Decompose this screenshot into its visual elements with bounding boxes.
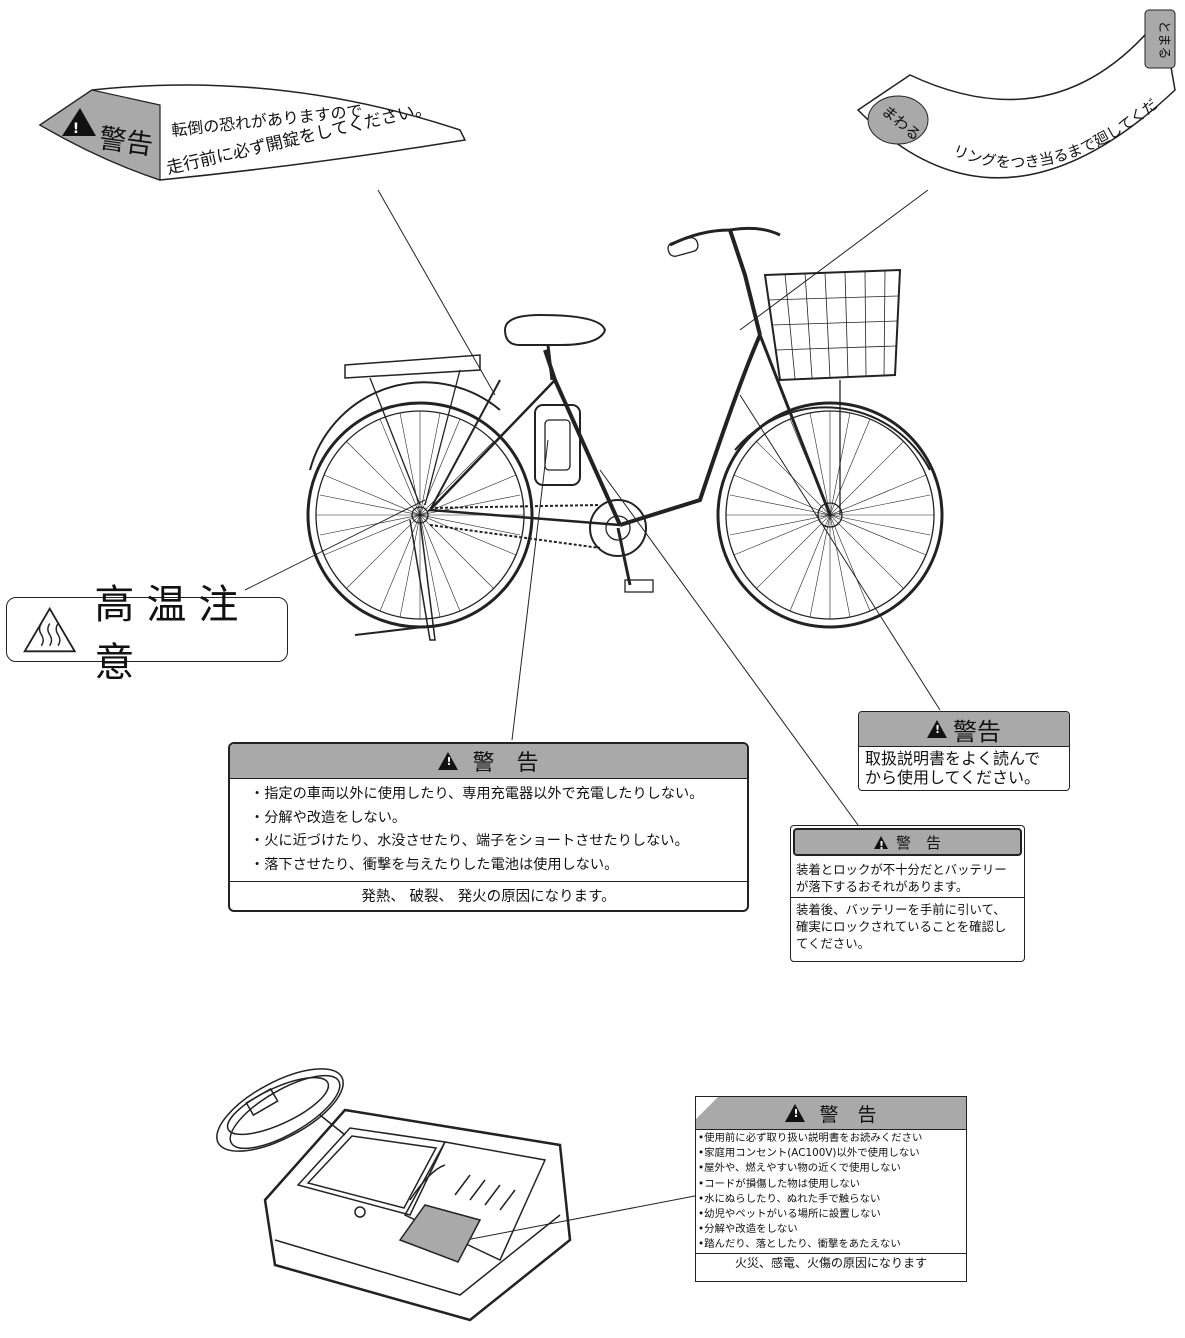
warning-triangle-icon: [873, 835, 888, 853]
battery-warning-title: 警 告: [472, 751, 539, 776]
manual-warning-line: から使用してください。: [865, 768, 1041, 787]
charger-drawing: [216, 1068, 572, 1322]
charger-warning-item: •使用前に必ず取り扱い説明書をお読みください: [698, 1132, 923, 1144]
charger-warning-item: •踏んだり、落としたり、衝撃をあたえない: [698, 1238, 901, 1251]
lock-warning-line: 装着後、バッテリーを手前に引いて、: [796, 902, 1006, 917]
lock-warning-header: 警 告: [793, 828, 1022, 856]
battery-warning-item: ・指定の車両以外に使用したり、専用充電器以外で充電したりしない。: [250, 786, 704, 802]
lock-warning-line: が落下するおそれがあります。: [796, 879, 969, 894]
battery-warning-item: ・分解や改造をしない。: [250, 809, 407, 826]
manual-warning-header: 警告: [859, 712, 1069, 747]
tip-warning-title: 警告: [97, 123, 155, 161]
battery-warning-footer: 発熱、 破裂、 発火の原因になります。: [230, 881, 747, 910]
charger-warning-item: •コードが損傷した物は使用しない: [698, 1177, 860, 1190]
charger-warning-title: 警 告: [819, 1103, 877, 1126]
tip-warning-sticker: ! 警告 転倒の恐れがありますので 走行前に必ず開錠をしてください。: [38, 84, 467, 181]
battery-warning-item: ・落下させたり、衝撃を与えたりした電池は使用しない。: [250, 856, 619, 873]
hot-surface-icon: [23, 606, 77, 652]
warning-triangle-icon: [438, 752, 459, 770]
charger-warning-item: •屋外や、燃えやすい物の近くで使用しない: [698, 1162, 901, 1175]
charger-warning-header: 警 告: [696, 1097, 966, 1130]
lock-warning-line: 確実にロックされていることを確認し: [796, 919, 1007, 934]
lock-warning-line: 装着とロックが不十分だとバッテリー: [796, 862, 1007, 877]
charger-warning-item: •幼児やペットがいる場所に設置しない: [698, 1208, 881, 1221]
charger-warning-footer: 火災、感電、火傷の原因になります: [696, 1252, 966, 1273]
manual-warning-line: 取扱説明書をよく読んで: [865, 749, 1041, 768]
charger-warning-item: •家庭用コンセント(AC100V)以外で使用しない: [698, 1147, 920, 1160]
lock-warning-line: てください。: [796, 936, 870, 951]
svg-text:!: !: [73, 121, 79, 137]
ring-tag: とまる: [1156, 20, 1171, 59]
charger-warning-label: 警 告 •使用前に必ず取り扱い説明書をお読みください •家庭用コンセント(AC1…: [695, 1096, 967, 1282]
warning-triangle-icon: [927, 720, 947, 738]
bicycle-drawing: [306, 226, 944, 641]
heat-caution-label: 高温注意: [6, 582, 288, 686]
warning-triangle-icon: [785, 1104, 806, 1122]
charger-warning-item: •水にぬらしたり、ぬれた手で触らない: [698, 1192, 881, 1205]
battery-warning-label: 警 告 ・指定の車両以外に使用したり、専用充電器以外で充電したりしない。 ・分解…: [228, 742, 749, 912]
battery-warning-header: 警 告: [230, 744, 747, 779]
lock-warning-title: 警 告: [895, 833, 941, 852]
battery-warning-item: ・火に近づけたり、水没させたり、端子をショートさせたりしない。: [250, 833, 689, 849]
heat-caution-text: 高温注意: [94, 581, 251, 686]
charger-warning-item: •分解や改造をしない: [698, 1223, 798, 1236]
manual-warning-label: 警告 取扱説明書をよく読んで から使用してください。: [858, 711, 1070, 791]
leader-lines: [244, 189, 941, 1246]
manual-warning-title: 警告: [953, 717, 1001, 746]
lock-warning-label: 警 告 装着とロックが不十分だとバッテリー が落下するおそれがあります。 装着後…: [790, 825, 1025, 962]
